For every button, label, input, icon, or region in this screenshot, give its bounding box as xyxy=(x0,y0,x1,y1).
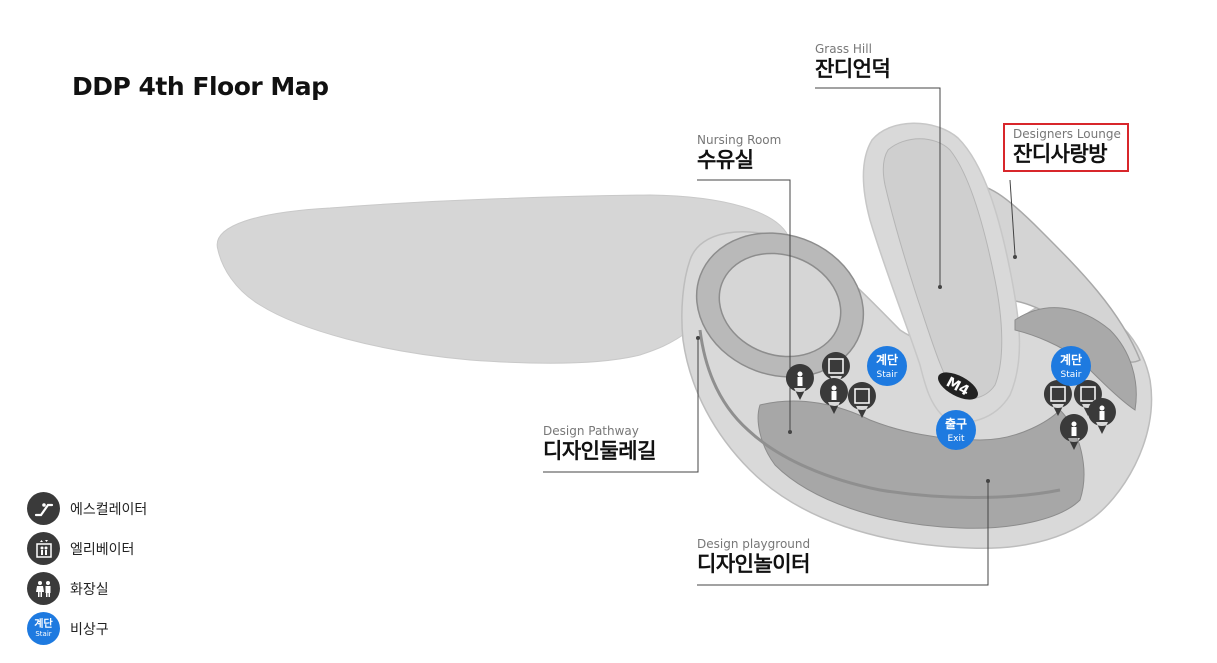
callout-designers-lounge-ko: 잔디사랑방 xyxy=(1013,142,1108,166)
legend-label-elevator: 엘리베이터 xyxy=(70,541,135,558)
elevator-pin-4[interactable] xyxy=(1073,380,1102,416)
leader-design-pathway xyxy=(543,340,699,473)
legend-item-escalator: 에스컬레이터 xyxy=(27,492,147,525)
grass-hill-slope xyxy=(882,138,1003,400)
exit-marker-en: Exit xyxy=(947,434,965,444)
emergency-stair-icon: 계단 Stair xyxy=(27,612,60,645)
restroom-pin-4[interactable] xyxy=(1059,414,1088,450)
legend-label-escalator: 에스컬레이터 xyxy=(70,501,148,518)
map-legend: 에스컬레이터 엘리베이터 화장실 계단 Stair 비상구 xyxy=(27,492,147,652)
stair-marker-2-ko: 계단 xyxy=(1060,352,1082,367)
design-pathway-wall xyxy=(698,329,1061,499)
legend-label-restroom: 화장실 xyxy=(70,581,109,598)
callout-grass-hill: Grass Hill 잔디언덕 xyxy=(815,42,891,82)
legend-item-restroom: 화장실 xyxy=(27,572,147,605)
elevator-pin-2[interactable] xyxy=(847,382,876,418)
leader-lines xyxy=(543,87,1016,586)
leader-grass-hill xyxy=(815,87,941,285)
escalator-icon xyxy=(27,492,60,525)
callout-design-pathway-ko: 디자인둘레길 xyxy=(543,439,656,463)
callout-design-playground-ko: 디자인놀이터 xyxy=(697,552,810,576)
stair-marker-2[interactable]: 계단 Stair xyxy=(1051,346,1091,386)
callout-grass-hill-en: Grass Hill xyxy=(815,42,872,56)
elevator-icon xyxy=(27,532,60,565)
callout-nursing-room-en: Nursing Room xyxy=(697,133,782,147)
legend-item-emergency-stair: 계단 Stair 비상구 xyxy=(27,612,147,645)
callout-grass-hill-ko: 잔디언덕 xyxy=(815,57,891,81)
callout-nursing-room: Nursing Room 수유실 xyxy=(697,133,781,173)
legend-stair-en: Stair xyxy=(35,629,52,638)
callout-design-playground-en: Design playground xyxy=(697,537,811,551)
legend-stair-ko: 계단 xyxy=(34,618,53,630)
legend-label-emergency-stair: 비상구 xyxy=(70,621,109,638)
exit-marker-ko: 출구 xyxy=(945,416,967,431)
oval-ring-inner xyxy=(718,252,842,358)
stair-marker-1-ko: 계단 xyxy=(876,352,898,367)
stair-marker-1[interactable]: 계단 Stair xyxy=(867,346,907,386)
callout-nursing-room-ko: 수유실 xyxy=(697,148,754,172)
restroom-icon xyxy=(27,572,60,605)
callout-designers-lounge: Designers Lounge 잔디사랑방 xyxy=(1003,123,1129,172)
elevator-pin-3[interactable] xyxy=(1043,380,1072,416)
callout-design-pathway-en: Design Pathway xyxy=(543,424,639,438)
stair-marker-1-en: Stair xyxy=(877,370,898,380)
legend-item-elevator: 엘리베이터 xyxy=(27,532,147,565)
stair-marker-2-en: Stair xyxy=(1061,370,1082,380)
leader-design-playground xyxy=(697,483,989,586)
page-title: DDP 4th Floor Map xyxy=(72,72,329,101)
callout-designers-lounge-en: Designers Lounge xyxy=(1013,127,1121,141)
restroom-pin-3[interactable] xyxy=(1087,398,1116,434)
callout-design-pathway: Design Pathway 디자인둘레길 xyxy=(543,424,656,464)
restroom-pin-2[interactable] xyxy=(819,378,848,414)
restroom-pin[interactable] xyxy=(785,364,814,400)
leader-designers-lounge xyxy=(1009,179,1016,256)
elevator-pin[interactable] xyxy=(821,352,850,388)
lounge-floor-strip xyxy=(1014,307,1137,411)
leader-nursing-room xyxy=(697,179,791,430)
leader-arrowheads xyxy=(696,255,1017,483)
exit-marker[interactable]: 출구 Exit xyxy=(936,410,976,450)
callout-design-playground: Design playground 디자인놀이터 xyxy=(697,537,810,577)
